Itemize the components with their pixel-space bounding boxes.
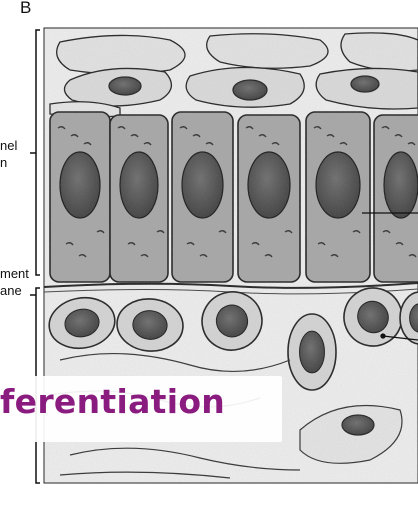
label-upper-region-line2: n [0, 155, 7, 170]
label-basement-line2: ane [0, 283, 22, 298]
pointer-dot [381, 334, 385, 338]
label-basement-line1: ment [0, 266, 29, 281]
panel-letter: B [20, 0, 31, 18]
caption-banner-text: ferentiation [0, 382, 225, 421]
label-upper-region-line1: nel [0, 138, 17, 153]
bracket-enamel-organ [36, 30, 40, 275]
